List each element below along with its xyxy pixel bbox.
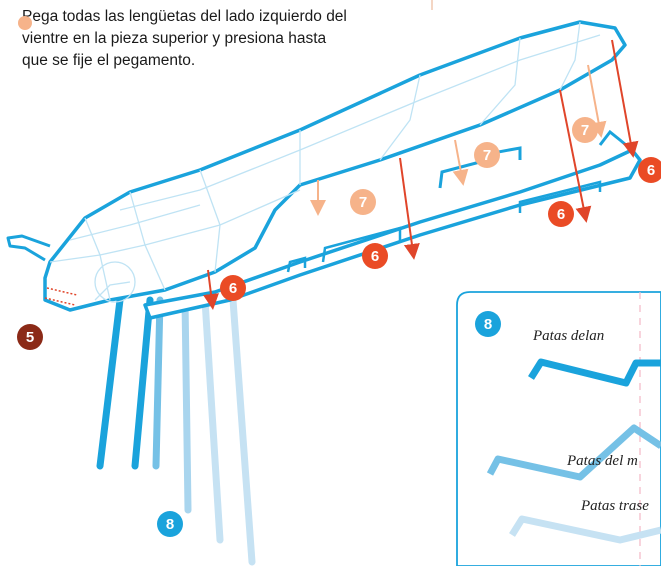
- leg-dark-1: [131, 296, 154, 470]
- legs-panel: 8 Patas delan Patas del m Patas trase: [456, 291, 661, 566]
- step7-badge-c: 7: [572, 117, 598, 143]
- antenna: [6, 234, 51, 262]
- belly-tab-tip: [598, 129, 633, 152]
- belly-tab-3: [518, 180, 602, 213]
- instruction-line-3: que se fije el pegamento.: [22, 52, 196, 69]
- rear-legs-label: Patas trase: [580, 498, 649, 514]
- step-badges: 5 6 6 6 6 7 7 7: [17, 117, 661, 537]
- instruction-line-2: vientre en la pieza superior y presiona …: [22, 30, 327, 47]
- leg-mid-2: [152, 296, 164, 470]
- glue-arrows: [203, 39, 639, 310]
- upper-body-piece: [6, 20, 627, 312]
- step7-badge-label: 7: [581, 122, 589, 139]
- step6-badge-label: 6: [557, 206, 565, 223]
- step5-badge: 5: [17, 324, 43, 350]
- belly-tab-2: [321, 226, 402, 263]
- step6-badge-d: 6: [638, 157, 661, 183]
- step5-badge-label: 5: [26, 329, 34, 346]
- arrow-peach-1: [452, 139, 469, 186]
- middle-leg-shape: [486, 424, 661, 481]
- belly-outline: [143, 148, 642, 320]
- middle-legs-label: Patas del m: [566, 453, 638, 469]
- step-bullet-icon: [18, 16, 32, 30]
- arrow-red-3: [611, 39, 639, 158]
- step8-badge: 8: [157, 511, 183, 537]
- instruction-text: Pega todas las lengüetas del lado izquie…: [18, 6, 422, 72]
- leg-light-1: [229, 296, 256, 566]
- step7-badge-b: 7: [474, 142, 500, 168]
- instruction-line-1: Pega todas las lengüetas del lado izquie…: [22, 8, 347, 25]
- step7-badge-label: 7: [483, 147, 491, 164]
- fold-lines: [49, 21, 601, 303]
- leg-light-2: [201, 296, 224, 544]
- step6-badge-label: 6: [229, 280, 237, 297]
- leg-mid-1: [181, 296, 192, 514]
- upper-outline: [43, 20, 627, 312]
- arrow-red-4: [203, 269, 219, 310]
- leg-dark-2: [96, 296, 124, 470]
- arrow-red-2: [559, 89, 592, 223]
- arrow-peach-2: [587, 64, 607, 138]
- belly-tab-1: [286, 256, 307, 273]
- legs-panel-badge-label: 8: [484, 316, 492, 333]
- step6-badge-b: 6: [362, 243, 388, 269]
- leg-group: [96, 296, 256, 566]
- step6-badge-c: 6: [548, 201, 574, 227]
- rear-leg-shape: [509, 515, 661, 544]
- step6-badge-label: 6: [647, 162, 655, 179]
- front-legs-label: Patas delan: [532, 328, 604, 344]
- front-leg-shape: [528, 358, 661, 387]
- legs-panel-badge: 8: [475, 311, 501, 337]
- step6-badge-label: 6: [371, 248, 379, 265]
- glue-line: [44, 297, 76, 306]
- step6-badge-a: 6: [220, 275, 246, 301]
- step8-badge-label: 8: [166, 516, 174, 533]
- step7-badge-label: 7: [359, 194, 367, 211]
- step7-badge-a: 7: [350, 189, 376, 215]
- arrow-red-1: [399, 157, 420, 260]
- legs-panel-frame: [456, 291, 661, 566]
